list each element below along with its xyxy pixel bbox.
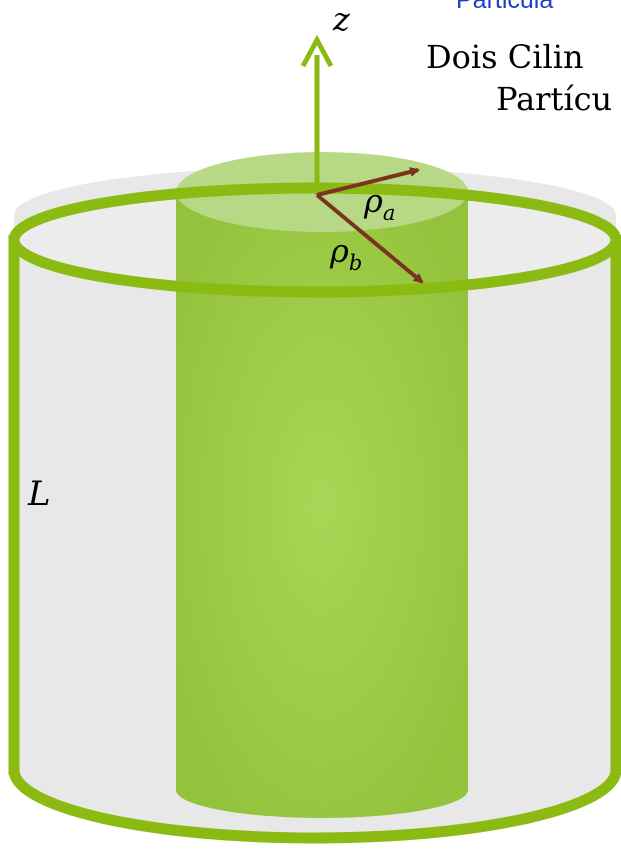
rho-b-subscript: b [348,251,363,275]
outer-bottom-rim [8,769,621,844]
length-label: L [28,474,51,514]
rho-a-symbol: ρ [364,182,383,220]
rho-a-arrow [316,167,420,197]
rho-b-label: ρb [330,232,362,275]
z-axis-arrowhead [300,34,334,68]
inner-cylinder-body [176,192,468,818]
rho-b-symbol: ρ [330,232,349,270]
rho-b-arrow [315,193,424,284]
z-axis-label: z [333,0,350,38]
rho-a-label: ρa [364,182,395,225]
rho-a-subscript: a [382,201,396,225]
